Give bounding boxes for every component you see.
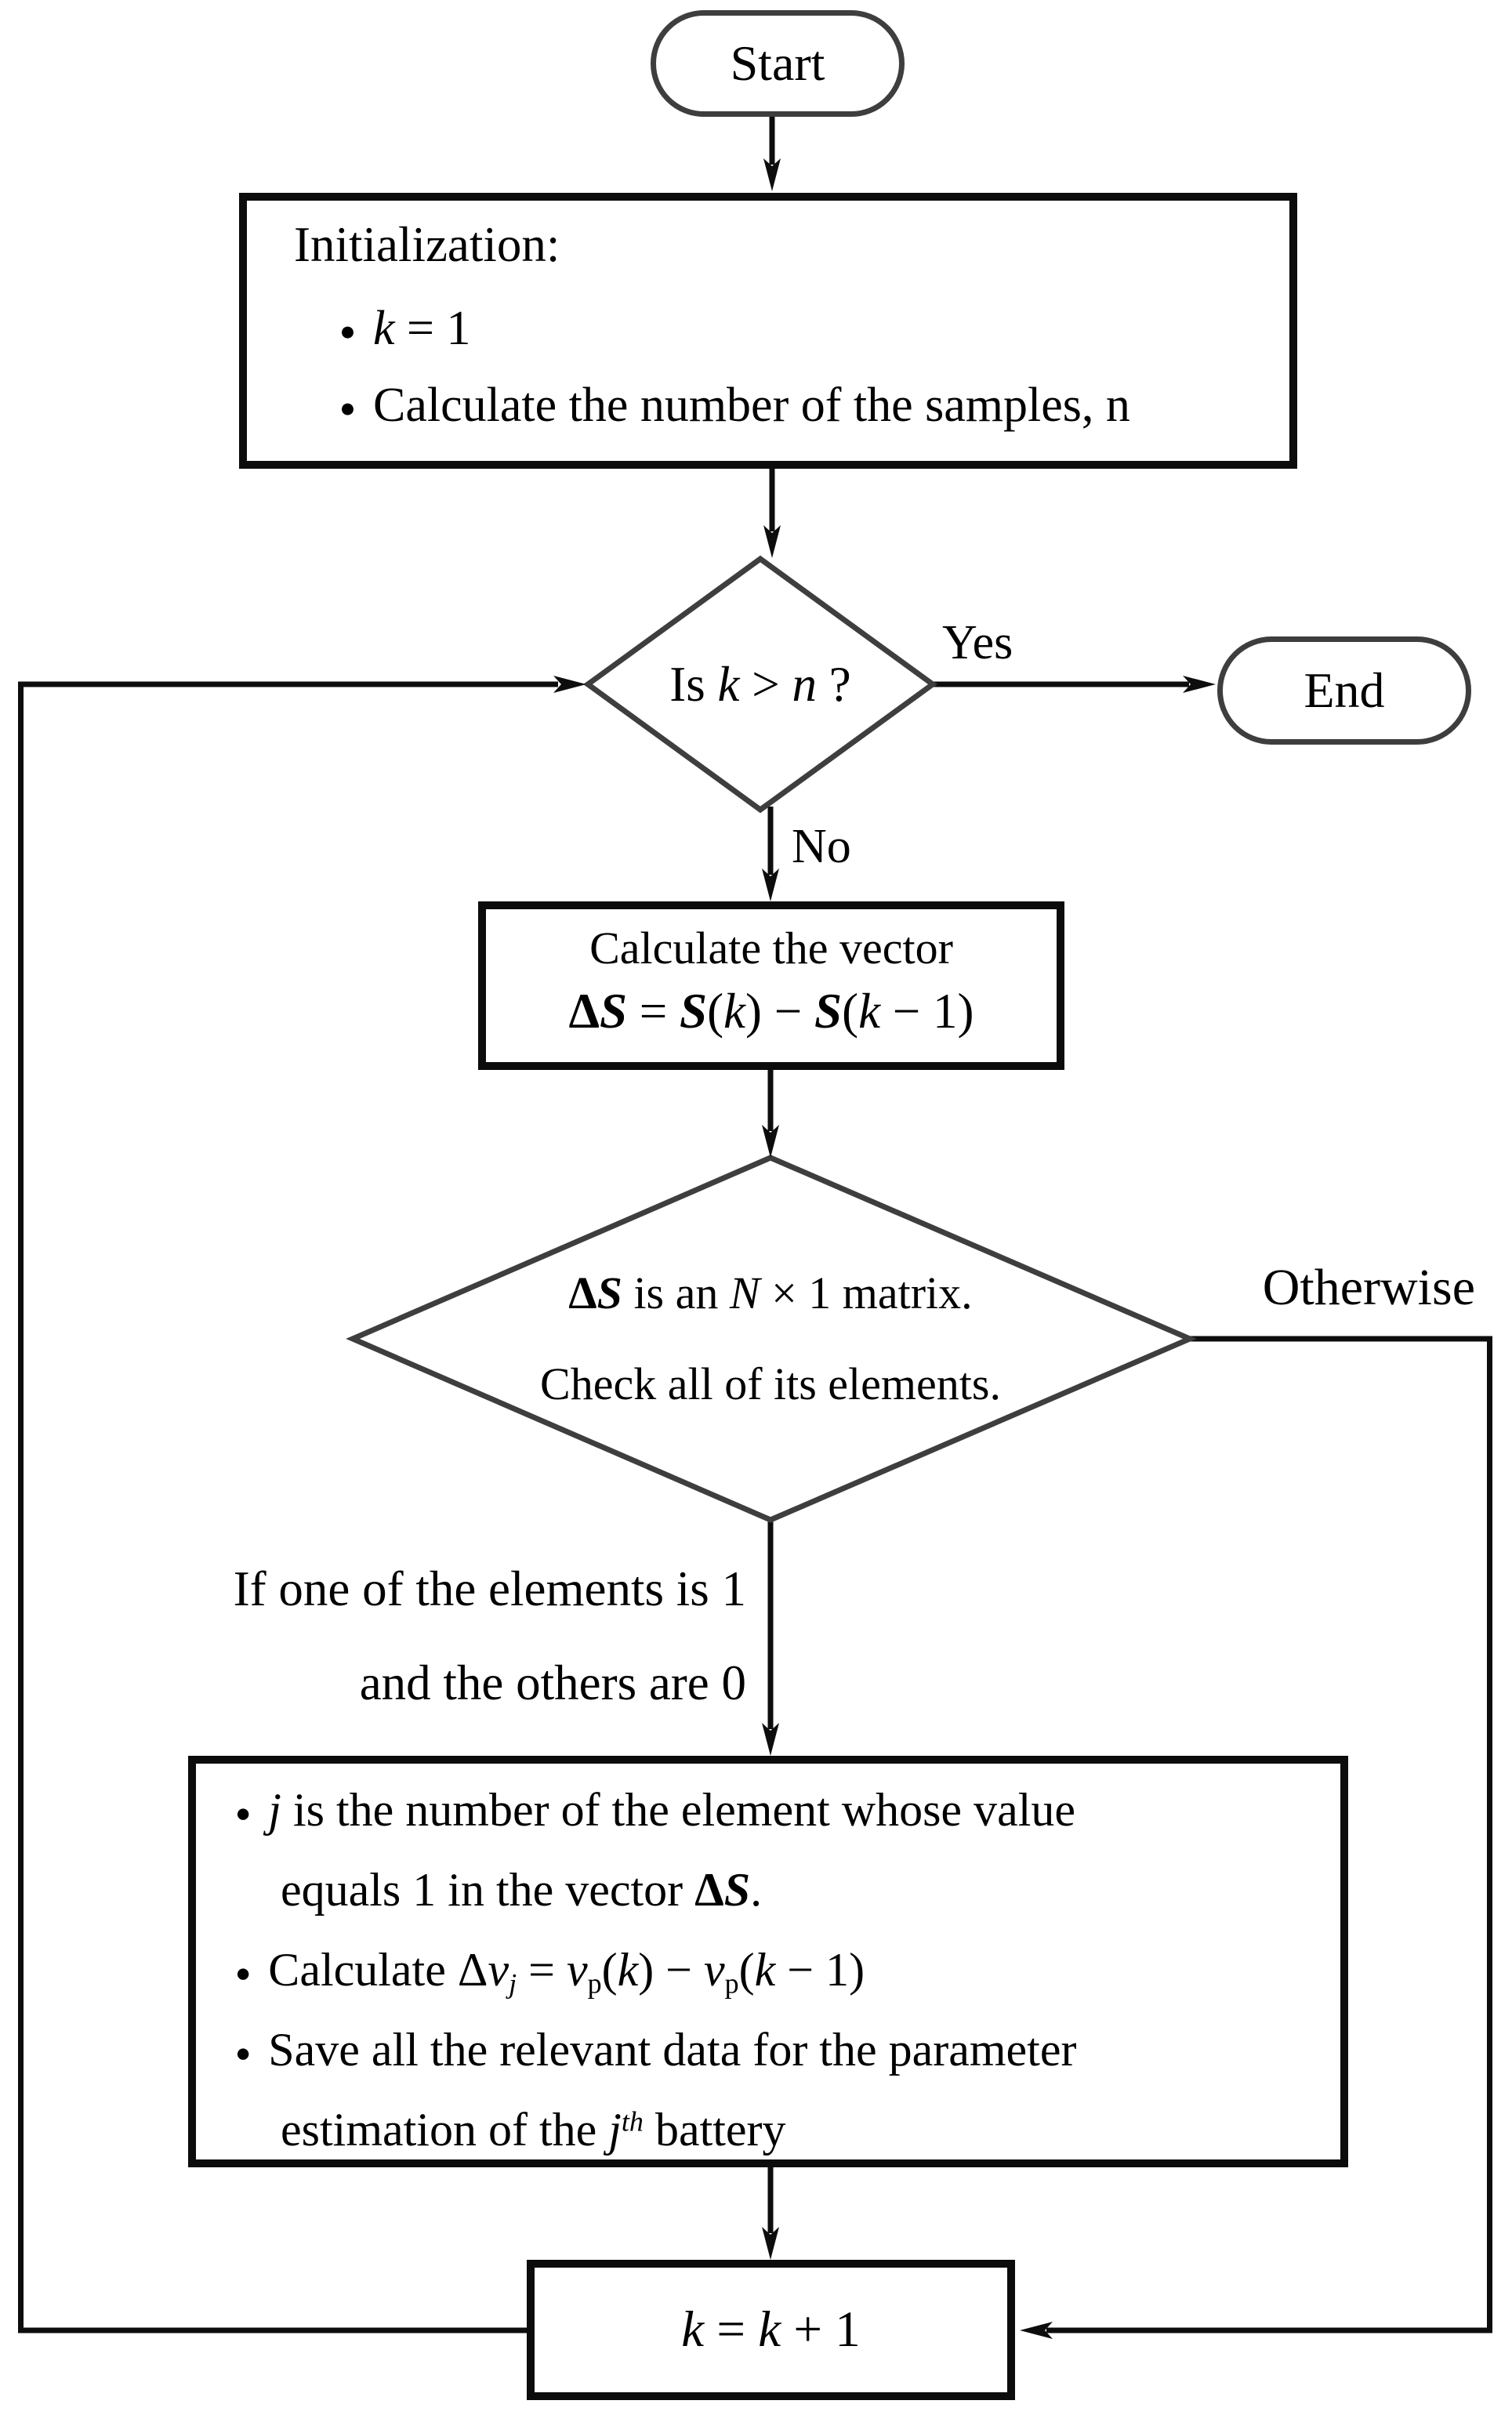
- process-item1-line2: equals 1 in the vector ΔS.: [281, 1864, 763, 1916]
- decision2-line1: ΔS is an N × 1 matrix.: [568, 1267, 973, 1318]
- init-item-samples: ● Calculate the number of the samples, n: [339, 378, 1130, 433]
- start-node: Start: [651, 10, 905, 117]
- end-node: End: [1217, 636, 1471, 745]
- start-label: Start: [730, 35, 825, 91]
- edge-increment-loopback: [18, 681, 558, 2333]
- arrowhead-loopback-decision1: [553, 676, 586, 693]
- arrowhead-init-decision1: [763, 525, 781, 558]
- arrowhead-process-increment: [762, 2227, 779, 2260]
- increment-box: k = k + 1: [527, 2260, 1015, 2400]
- decision1-diamond: [583, 555, 937, 814]
- process-item3-line1-text: Save all the relevant data for the param…: [268, 2024, 1077, 2076]
- arrowhead-yes-end: [1183, 676, 1216, 693]
- edge-label-condition-line2: and the others are 0: [359, 1655, 746, 1710]
- decision2-text: ΔS is an N × 1 matrix. Check all of its …: [379, 1248, 1162, 1430]
- calc-vector-box: Calculate the vector ΔS = S(k) − S(k − 1…: [478, 901, 1064, 1070]
- process-item2-line1: ● Calculate Δvj = vp(k) − vp(k − 1): [235, 1944, 865, 2000]
- edge-label-otherwise: Otherwise: [1262, 1259, 1475, 1316]
- process-item2-line1-text: Calculate Δvj = vp(k) − vp(k − 1): [268, 1944, 865, 2000]
- edge-label-yes: Yes: [942, 616, 1013, 669]
- edge-label-condition-line1: If one of the elements is 1: [233, 1561, 746, 1616]
- process-item1-line1-text: j is the number of the element whose val…: [268, 1784, 1075, 1836]
- init-item-samples-text: Calculate the number of the samples, n: [372, 379, 1130, 432]
- increment-formula: k = k + 1: [681, 2301, 861, 2358]
- bullet-icon: ●: [235, 1799, 252, 1829]
- arrowhead-calc-decision2: [762, 1125, 779, 1158]
- decision2-diamond: [346, 1155, 1197, 1523]
- edge-decision2-otherwise: [1046, 1336, 1492, 2333]
- edge-label-no: No: [792, 820, 851, 873]
- arrowhead-no-calc: [762, 868, 779, 901]
- init-heading: Initialization:: [294, 217, 560, 272]
- bullet-icon: ●: [235, 2039, 252, 2069]
- end-label: End: [1304, 662, 1385, 718]
- process-item3-line2: estimation of the jth battery: [281, 2104, 786, 2156]
- arrowhead-start-init: [763, 158, 781, 191]
- init-item-k-text: k = 1: [372, 302, 471, 355]
- process-item1-line1: ● j is the number of the element whose va…: [235, 1784, 1075, 1836]
- calc-vector-title: Calculate the vector: [589, 923, 953, 974]
- process-box: ● j is the number of the element whose va…: [188, 1756, 1348, 2167]
- initialization-box: Initialization: ● k = 1 ● Calculate the nu…: [239, 193, 1297, 469]
- bullet-icon: ●: [339, 393, 356, 424]
- decision2-line2: Check all of its elements.: [540, 1358, 1001, 1409]
- decision1-text: Is k > n ?: [669, 657, 851, 712]
- init-item-k: ● k = 1: [339, 301, 470, 357]
- arrowhead-otherwise-increment: [1020, 2322, 1053, 2339]
- process-item3-line1: ● Save all the relevant data for the para…: [235, 2024, 1076, 2076]
- bullet-icon: ●: [235, 1959, 252, 1989]
- calc-vector-formula: ΔS = S(k) − S(k − 1): [568, 984, 974, 1039]
- arrowhead-condition-process: [762, 1723, 779, 1756]
- bullet-icon: ●: [339, 316, 356, 347]
